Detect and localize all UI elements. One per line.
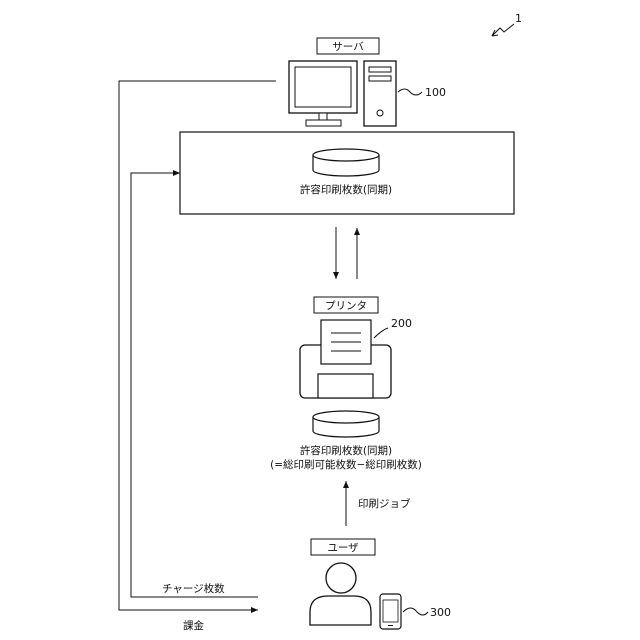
- billing-label: 課金: [183, 619, 204, 632]
- user-label-box: ユーザ: [311, 539, 375, 555]
- charge-arrow: [131, 173, 258, 597]
- server-ref-number: 100: [425, 86, 446, 99]
- print-job-label: 印刷ジョブ: [358, 497, 411, 510]
- printer-db-label-line1: 許容印刷枚数(同期): [300, 444, 392, 457]
- server-database-icon: [313, 149, 379, 176]
- printer-ref-number: 200: [391, 317, 412, 330]
- server-label: サーバ: [332, 41, 364, 53]
- figure-ref: 1: [492, 12, 522, 36]
- figure-ref-number: 1: [515, 12, 522, 25]
- user-ref-number: 300: [430, 606, 451, 619]
- printer-label-box: プリンタ: [314, 297, 378, 313]
- server-computer-icon: [289, 61, 396, 126]
- user-ref: 300: [403, 606, 451, 619]
- printer-database-icon: [313, 411, 379, 437]
- user-person-icon: [310, 563, 371, 625]
- server-db-label: 許容印刷枚数(同期): [300, 183, 392, 196]
- smartphone-icon: [380, 594, 401, 629]
- figure-ref-leader: [492, 24, 514, 36]
- user-label: ユーザ: [327, 542, 359, 554]
- printer-icon: [300, 320, 391, 398]
- printer-ref: 200: [374, 317, 412, 338]
- printer-db-label-line2: (=総印刷可能枚数−総印刷枚数): [270, 458, 422, 471]
- printer-label: プリンタ: [325, 300, 367, 312]
- server-label-box: サーバ: [317, 38, 379, 54]
- charge-label: チャージ枚数: [162, 582, 225, 595]
- server-ref: 100: [398, 86, 446, 99]
